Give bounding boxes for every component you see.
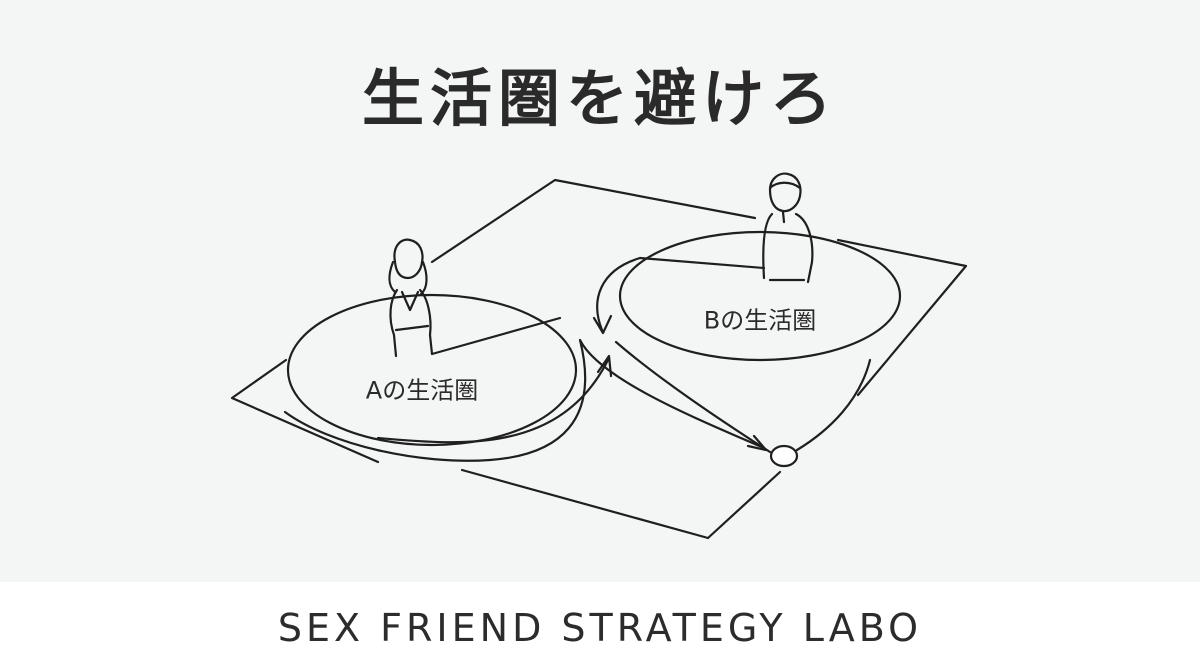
- person-a-head: [393, 238, 424, 280]
- plane-edge-top-left: [430, 178, 757, 264]
- plane-edge-bottom-right: [706, 470, 782, 540]
- arrowhead-a: [596, 354, 613, 378]
- person-a-arm: [428, 316, 562, 356]
- path-meeting-to-b: [795, 358, 872, 452]
- zone-b-label: Bの生活圏: [703, 306, 817, 335]
- person-b-body: [762, 210, 814, 284]
- page-title: 生活圏を避けろ: [361, 62, 838, 135]
- person-a-body: [389, 288, 432, 358]
- path-a-to-meeting: [376, 358, 610, 444]
- zone-a-label: Aの生活圏: [365, 376, 479, 405]
- path-descend-to-meeting: [283, 338, 766, 462]
- plane-edge-bottom: [460, 468, 710, 540]
- person-b-hair: [768, 181, 802, 190]
- plane-edge-left: [230, 358, 380, 464]
- meeting-point-node: [769, 444, 799, 468]
- arrowhead-b: [592, 314, 613, 335]
- person-b-head: [768, 172, 802, 213]
- path-b-to-meeting: [614, 340, 772, 454]
- footer-brand: SEX FRIEND STRATEGY LABO: [277, 606, 923, 650]
- footer-bar: [0, 582, 1200, 670]
- person-a-waist: [394, 324, 430, 332]
- ground-plane: [230, 178, 968, 540]
- zone-a-ellipse: [286, 293, 578, 447]
- person-b-figure: [638, 172, 814, 284]
- path-b-loop: [596, 256, 642, 332]
- zone-b-ellipse: [618, 230, 902, 362]
- plane-edge-top-right: [836, 238, 968, 397]
- person-a-figure: [388, 238, 562, 358]
- person-b-arm: [638, 256, 766, 270]
